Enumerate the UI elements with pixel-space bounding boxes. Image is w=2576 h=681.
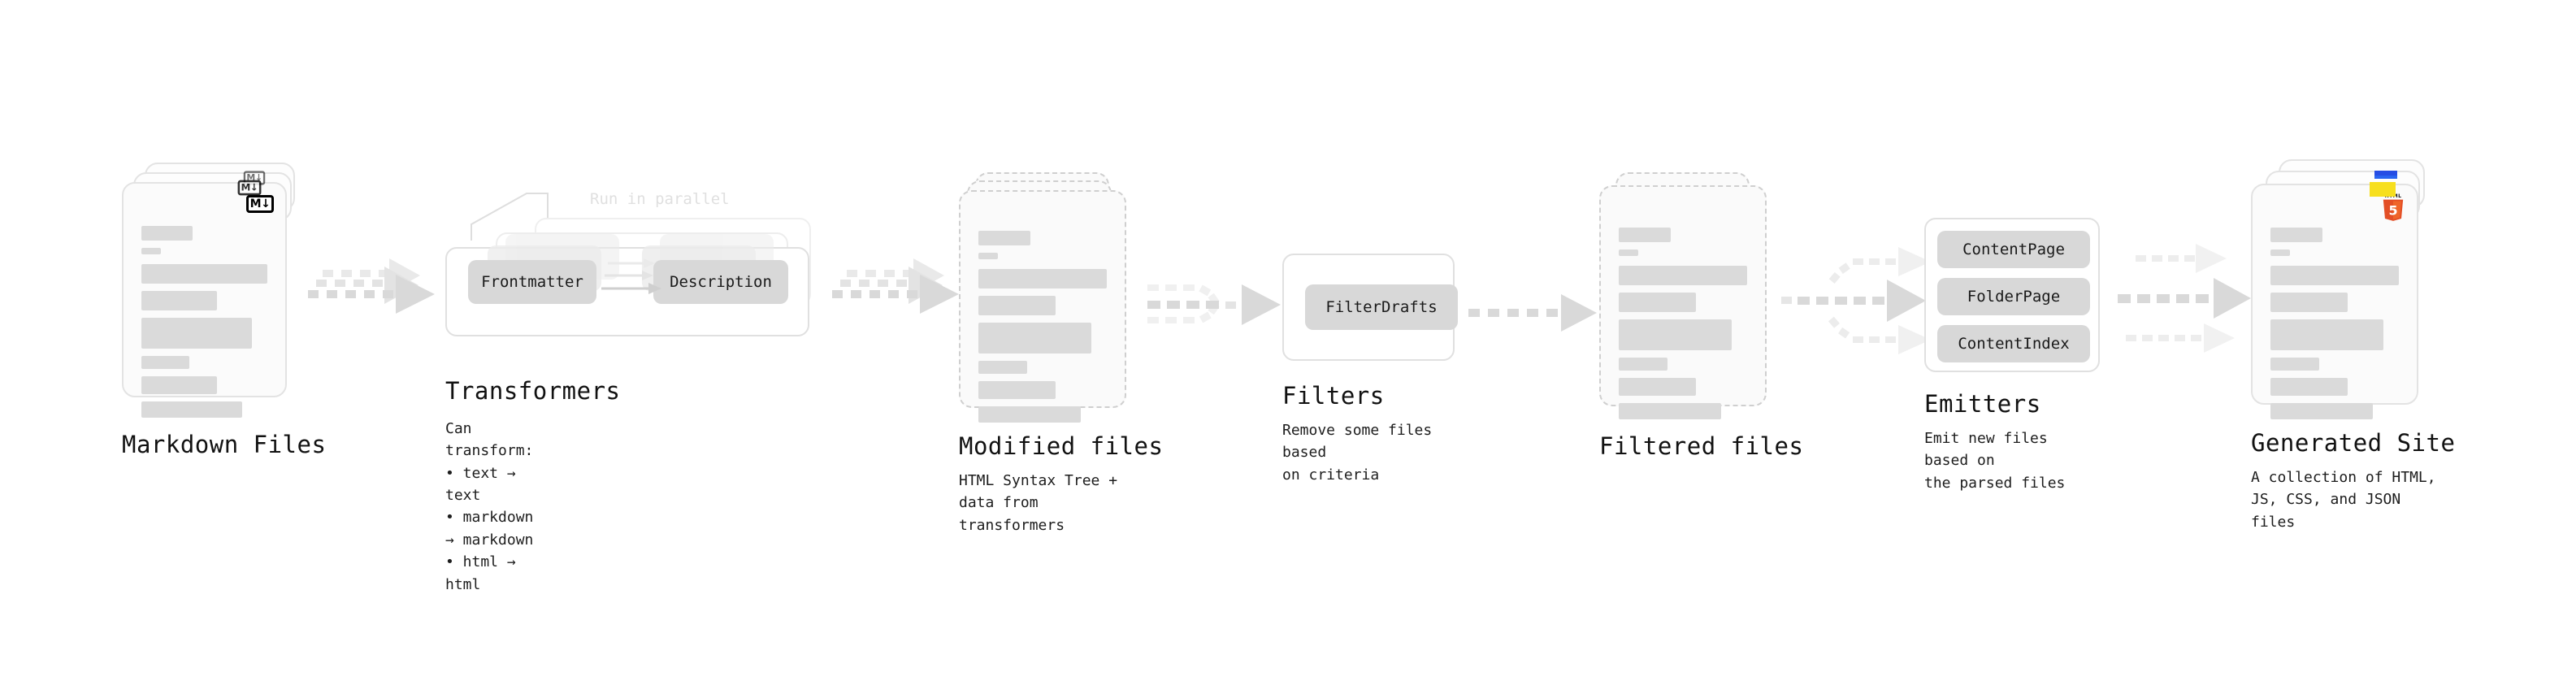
- filter-box: FilterDrafts: [1282, 254, 1458, 361]
- stage-filters: FilterDrafts Filters Remove some files b…: [1282, 254, 1458, 484]
- markdown-icon: M↓: [246, 195, 274, 213]
- pill-filterdrafts-label: FilterDrafts: [1325, 298, 1438, 316]
- content-bar: [1619, 249, 1638, 256]
- stage-title-generated-site: Generated Site: [2251, 429, 2456, 457]
- content-bar: [141, 356, 189, 369]
- markdown-icon-glyph: M↓: [246, 172, 262, 184]
- content-bar: [1619, 319, 1733, 350]
- content-bar: [978, 269, 1107, 288]
- content-bar: [2270, 293, 2348, 312]
- pill-folderpage-label: FolderPage: [1967, 288, 2061, 306]
- content-bar: [1619, 378, 1696, 396]
- content-bar: [978, 361, 1028, 374]
- content-bar: [2270, 378, 2348, 396]
- content-bar: [978, 253, 998, 259]
- stage-subtitle-modified-files: HTML Syntax Tree + data from transformer…: [959, 472, 1118, 534]
- content-bar: [978, 231, 1030, 245]
- content-bar: [2270, 403, 2374, 419]
- site-doc-content: [2270, 228, 2399, 427]
- pill-filterdrafts[interactable]: FilterDrafts: [1305, 284, 1458, 330]
- content-bar: [1619, 358, 1668, 371]
- content-bar: [141, 376, 217, 394]
- stage-generated-site: HTML 5 Generated Site A collecti: [2251, 159, 2455, 531]
- content-bar: [2270, 266, 2399, 285]
- stage-modified-files: Modified files HTML Syntax Tree + data f…: [959, 172, 1163, 534]
- pill-folderpage[interactable]: FolderPage: [1937, 278, 2090, 315]
- parallel-bracket: [471, 193, 549, 241]
- content-bar: [978, 323, 1092, 354]
- modified-doc-content: [978, 231, 1107, 430]
- connector-modified-to-filters: [1147, 284, 1281, 325]
- site-doc-front: HTML 5: [2251, 184, 2418, 419]
- markdown-doc-content: [141, 226, 267, 425]
- pill-frontmatter-label: Frontmatter: [481, 273, 583, 291]
- pill-contentpage[interactable]: ContentPage: [1937, 231, 2090, 268]
- modified-doc-front: [959, 190, 1126, 423]
- content-bar: [141, 226, 193, 241]
- markdown-file-stack: M↓ M↓ M↓: [122, 163, 309, 431]
- stage-subtitle-filters: Remove some files based on criteria: [1282, 422, 1433, 484]
- emitter-box: ContentPage FolderPage ContentIndex: [1924, 218, 2100, 372]
- stage-title-markdown-files: Markdown Files: [122, 431, 327, 458]
- svg-text:5: 5: [2388, 202, 2397, 218]
- markdown-icon-glyph: M↓: [249, 197, 271, 210]
- pill-contentindex-label: ContentIndex: [1958, 335, 2070, 353]
- run-in-parallel-label: Run in parallel: [590, 190, 730, 208]
- content-bar: [141, 264, 267, 284]
- filtered-doc-content: [1619, 228, 1747, 427]
- content-bar: [141, 318, 253, 349]
- markdown-doc-front: M↓: [122, 182, 287, 418]
- stage-subtitle-transformers: Can transform: • text → text • markdown …: [445, 420, 534, 593]
- content-bar: [978, 296, 1056, 315]
- js-icon: [2370, 182, 2396, 197]
- content-bar: [141, 291, 217, 310]
- frontmatter-to-description-arrows: [601, 258, 661, 294]
- connector-filters-to-filtered: [1468, 294, 1597, 332]
- content-bar: [1619, 293, 1696, 312]
- pill-contentpage-label: ContentPage: [1962, 241, 2065, 258]
- stage-title-modified-files: Modified files: [959, 432, 1164, 460]
- content-bar: [2270, 319, 2384, 350]
- generated-site-stack: HTML 5: [2251, 159, 2446, 427]
- pill-frontmatter[interactable]: Frontmatter: [468, 260, 596, 304]
- css3-icon: [2374, 171, 2397, 179]
- pill-contentindex[interactable]: ContentIndex: [1937, 325, 2090, 362]
- stage-title-emitters: Emitters: [1924, 390, 2041, 418]
- stage-title-filtered-files: Filtered files: [1599, 432, 1804, 460]
- connector-filtered-to-emitters: [1781, 247, 1931, 354]
- markdown-icon-ghost-mid: M↓: [237, 180, 262, 196]
- content-bar: [1619, 228, 1671, 242]
- stage-emitters: ContentPage FolderPage ContentIndex Emit…: [1924, 218, 2100, 492]
- markdown-icon-glyph: M↓: [241, 182, 258, 193]
- content-bar: [1619, 403, 1722, 419]
- stage-subtitle-generated-site: A collection of HTML, JS, CSS, and JSON …: [2251, 469, 2436, 531]
- stage-title-filters: Filters: [1282, 382, 1385, 410]
- stage-title-transformers: Transformers: [445, 377, 621, 405]
- content-bar: [2270, 228, 2322, 242]
- content-bar: [141, 401, 242, 418]
- modified-file-stack: [959, 172, 1138, 432]
- connector-transformers-to-modified: [832, 258, 959, 314]
- stage-markdown-files: M↓ M↓ M↓ Mar: [122, 163, 326, 458]
- content-bar: [2270, 249, 2290, 256]
- pill-description-label: Description: [670, 273, 772, 291]
- content-bar: [978, 381, 1056, 399]
- filtered-doc-front: [1599, 185, 1767, 419]
- content-bar: [1619, 266, 1747, 285]
- transformer-box: x x x x Frontmatter Description: [445, 234, 809, 336]
- stage-filtered-files: Filtered files: [1599, 172, 1803, 460]
- filtered-file-stack: [1599, 172, 1778, 432]
- content-bar: [978, 406, 1082, 423]
- connector-emitters-to-site: [2118, 244, 2251, 353]
- content-bar: [2270, 358, 2320, 371]
- pill-description[interactable]: Description: [653, 260, 788, 304]
- connector-md-to-transformers: [308, 258, 435, 314]
- content-bar: [141, 248, 161, 254]
- stage-subtitle-emitters: Emit new files based on the parsed files: [1924, 430, 2066, 492]
